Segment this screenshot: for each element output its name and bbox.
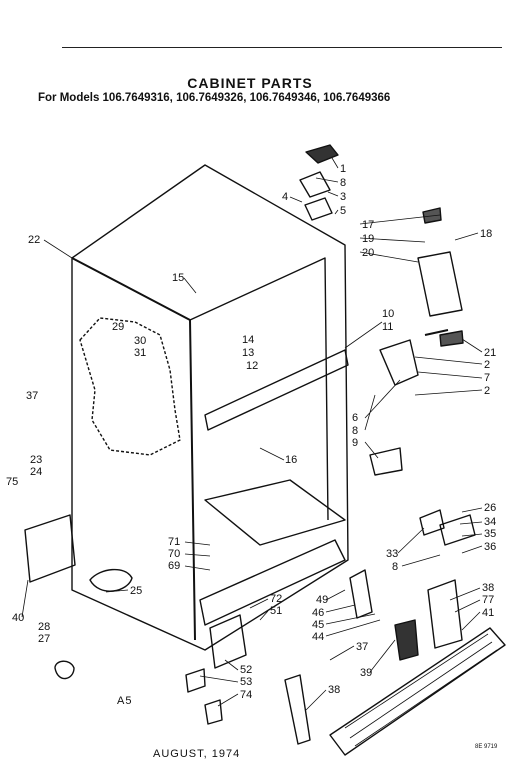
callout-3: 3 xyxy=(340,191,346,203)
callout-8c: 8 xyxy=(392,561,398,573)
page-code: A5 xyxy=(117,695,133,707)
door-handle-bracket xyxy=(417,251,463,317)
callout-10: 10 xyxy=(382,308,394,320)
callout-69: 69 xyxy=(168,560,180,572)
callout-25: 25 xyxy=(130,585,142,597)
callout-labels: 1 8 3 4 5 17 19 18 20 22 15 29 30 31 14 … xyxy=(6,163,496,701)
callout-44: 44 xyxy=(312,631,324,643)
door-handle-cap xyxy=(439,330,464,347)
callout-18: 18 xyxy=(480,228,492,240)
bottom-bracket xyxy=(284,674,311,745)
callout-35: 35 xyxy=(484,528,496,540)
cabinet-interior-floor xyxy=(204,479,346,546)
callout-72: 72 xyxy=(270,593,282,605)
callout-15: 15 xyxy=(172,272,184,284)
door-stop-bracket xyxy=(427,579,463,649)
callout-51: 51 xyxy=(270,605,282,617)
caster xyxy=(54,660,75,680)
callout-38b: 38 xyxy=(328,684,340,696)
relay-panel xyxy=(24,514,76,583)
callout-29: 29 xyxy=(112,321,124,333)
toe-grille xyxy=(329,627,506,756)
callout-77: 77 xyxy=(482,594,494,606)
callout-30: 30 xyxy=(134,335,146,347)
callout-1: 1 xyxy=(340,163,346,175)
callout-36: 36 xyxy=(484,541,496,553)
leveling-screw xyxy=(185,668,206,693)
cabinet-inner-back xyxy=(189,257,329,521)
hinge-bracket xyxy=(304,197,333,221)
bottom-hinge-block xyxy=(439,514,476,546)
drawing-code: 8E 9719 xyxy=(475,744,498,750)
callout-5: 5 xyxy=(340,205,346,217)
callout-24: 24 xyxy=(30,466,42,478)
callout-12: 12 xyxy=(246,360,258,372)
cabinet-front-edge xyxy=(71,257,196,641)
callout-16: 16 xyxy=(285,454,297,466)
toe-grille-ridges xyxy=(344,633,498,747)
callout-19: 19 xyxy=(362,233,374,245)
top-right-plate xyxy=(424,329,449,336)
callout-22: 22 xyxy=(28,234,40,246)
bottom-frame xyxy=(199,539,346,626)
callout-52: 52 xyxy=(240,664,252,676)
callout-2b: 2 xyxy=(484,385,490,397)
callout-75: 75 xyxy=(6,476,18,488)
callout-13: 13 xyxy=(242,347,254,359)
callout-21: 21 xyxy=(484,347,496,359)
callout-23: 23 xyxy=(30,454,42,466)
callout-2: 2 xyxy=(484,359,490,371)
top-hinge-plate xyxy=(299,171,331,198)
lower-panel xyxy=(209,614,247,669)
callout-28: 28 xyxy=(38,621,50,633)
diagram-title: CABINET PARTS xyxy=(187,75,313,91)
callout-40: 40 xyxy=(12,612,24,624)
models-subtitle: For Models 106.7649316, 106.7649326, 106… xyxy=(38,92,391,104)
callout-9: 9 xyxy=(352,437,358,449)
center-hinge xyxy=(379,339,419,386)
cutaway-insulation xyxy=(79,317,181,456)
callout-8: 8 xyxy=(340,177,346,189)
callout-27: 27 xyxy=(38,633,50,645)
side-cap xyxy=(394,619,419,661)
callout-53: 53 xyxy=(240,676,252,688)
callout-37: 37 xyxy=(26,390,38,402)
callout-11: 11 xyxy=(382,321,393,333)
footer-date: AUGUST, 1974 xyxy=(153,748,241,760)
hinge-cover-bottom xyxy=(204,699,223,725)
drip-tray-cover xyxy=(89,568,133,592)
hinge-cover xyxy=(305,144,339,164)
callout-46: 46 xyxy=(312,607,324,619)
leveling-leg xyxy=(349,569,373,619)
callout-39: 39 xyxy=(360,667,372,679)
callout-7: 7 xyxy=(484,372,490,384)
callout-17: 17 xyxy=(362,219,374,231)
cabinet-divider-rail xyxy=(204,349,349,431)
top-rule xyxy=(62,47,502,48)
callout-4: 4 xyxy=(282,191,288,203)
callout-71: 71 xyxy=(168,536,180,548)
callout-45: 45 xyxy=(312,619,324,631)
callout-33: 33 xyxy=(386,548,398,560)
callout-34: 34 xyxy=(484,516,496,528)
callout-14: 14 xyxy=(242,334,254,346)
callout-74: 74 xyxy=(240,689,252,701)
door-catch xyxy=(369,447,403,476)
callout-38: 38 xyxy=(482,582,494,594)
cabinet-shell xyxy=(71,164,349,651)
callout-8b: 8 xyxy=(352,425,358,437)
callout-26: 26 xyxy=(484,502,496,514)
callout-49: 49 xyxy=(316,594,328,606)
hinge-lower xyxy=(419,509,445,536)
callout-70: 70 xyxy=(168,548,180,560)
leader-lines xyxy=(21,157,483,711)
callout-37b: 37 xyxy=(356,641,368,653)
callout-31: 31 xyxy=(134,347,146,359)
callout-6: 6 xyxy=(352,412,358,424)
callout-41: 41 xyxy=(482,607,494,619)
